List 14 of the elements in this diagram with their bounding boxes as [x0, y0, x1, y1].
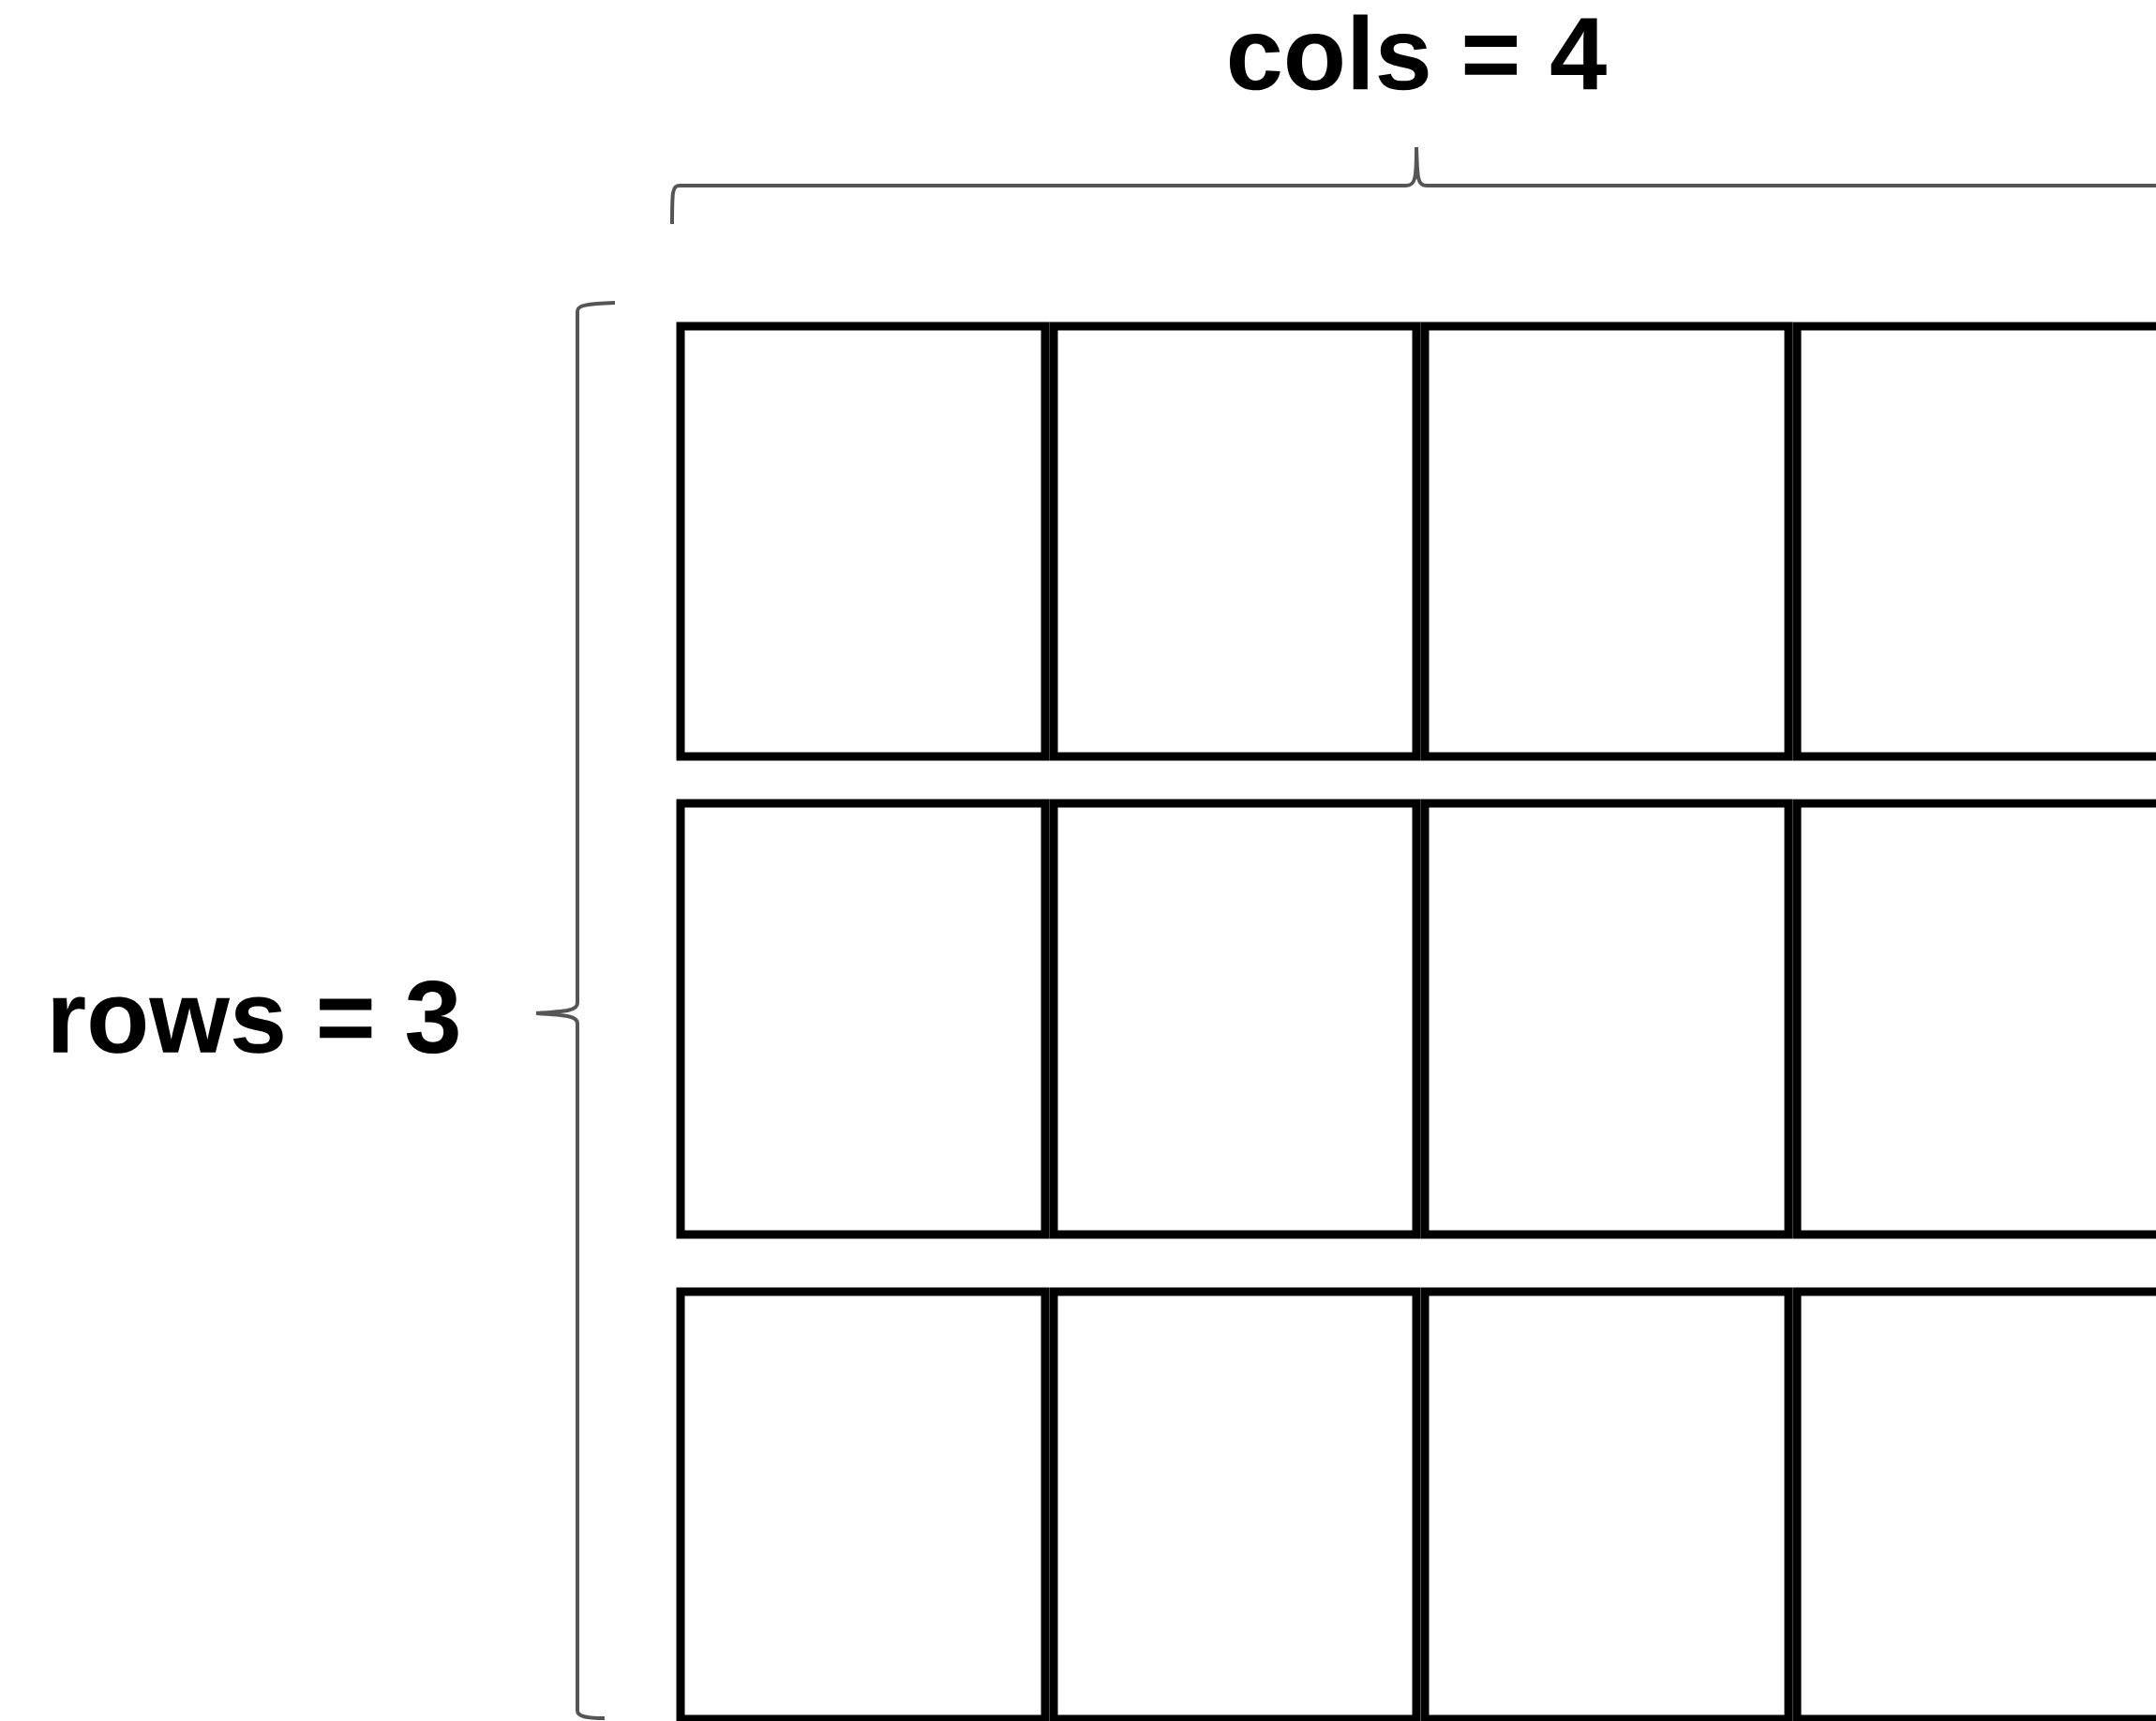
- grid-cell: [1420, 322, 1793, 761]
- grid-cell: [676, 799, 1050, 1239]
- grid-cell: [676, 1287, 1050, 1721]
- grid-cell: [1792, 322, 2156, 761]
- grid-cell: [1049, 799, 1421, 1239]
- grid-cell: [1049, 322, 1421, 761]
- grid-cell: [1049, 1287, 1421, 1721]
- grid-cell: [1792, 1287, 2156, 1721]
- dimension-label: rows = 3: [52, 980, 458, 1054]
- grid-cell: [1420, 799, 1793, 1239]
- dimension-label: cols = 4: [1230, 14, 1607, 91]
- grid-cell: [676, 322, 1050, 761]
- grid-cell: [1792, 799, 2156, 1239]
- grid-cell: [1420, 1287, 1793, 1721]
